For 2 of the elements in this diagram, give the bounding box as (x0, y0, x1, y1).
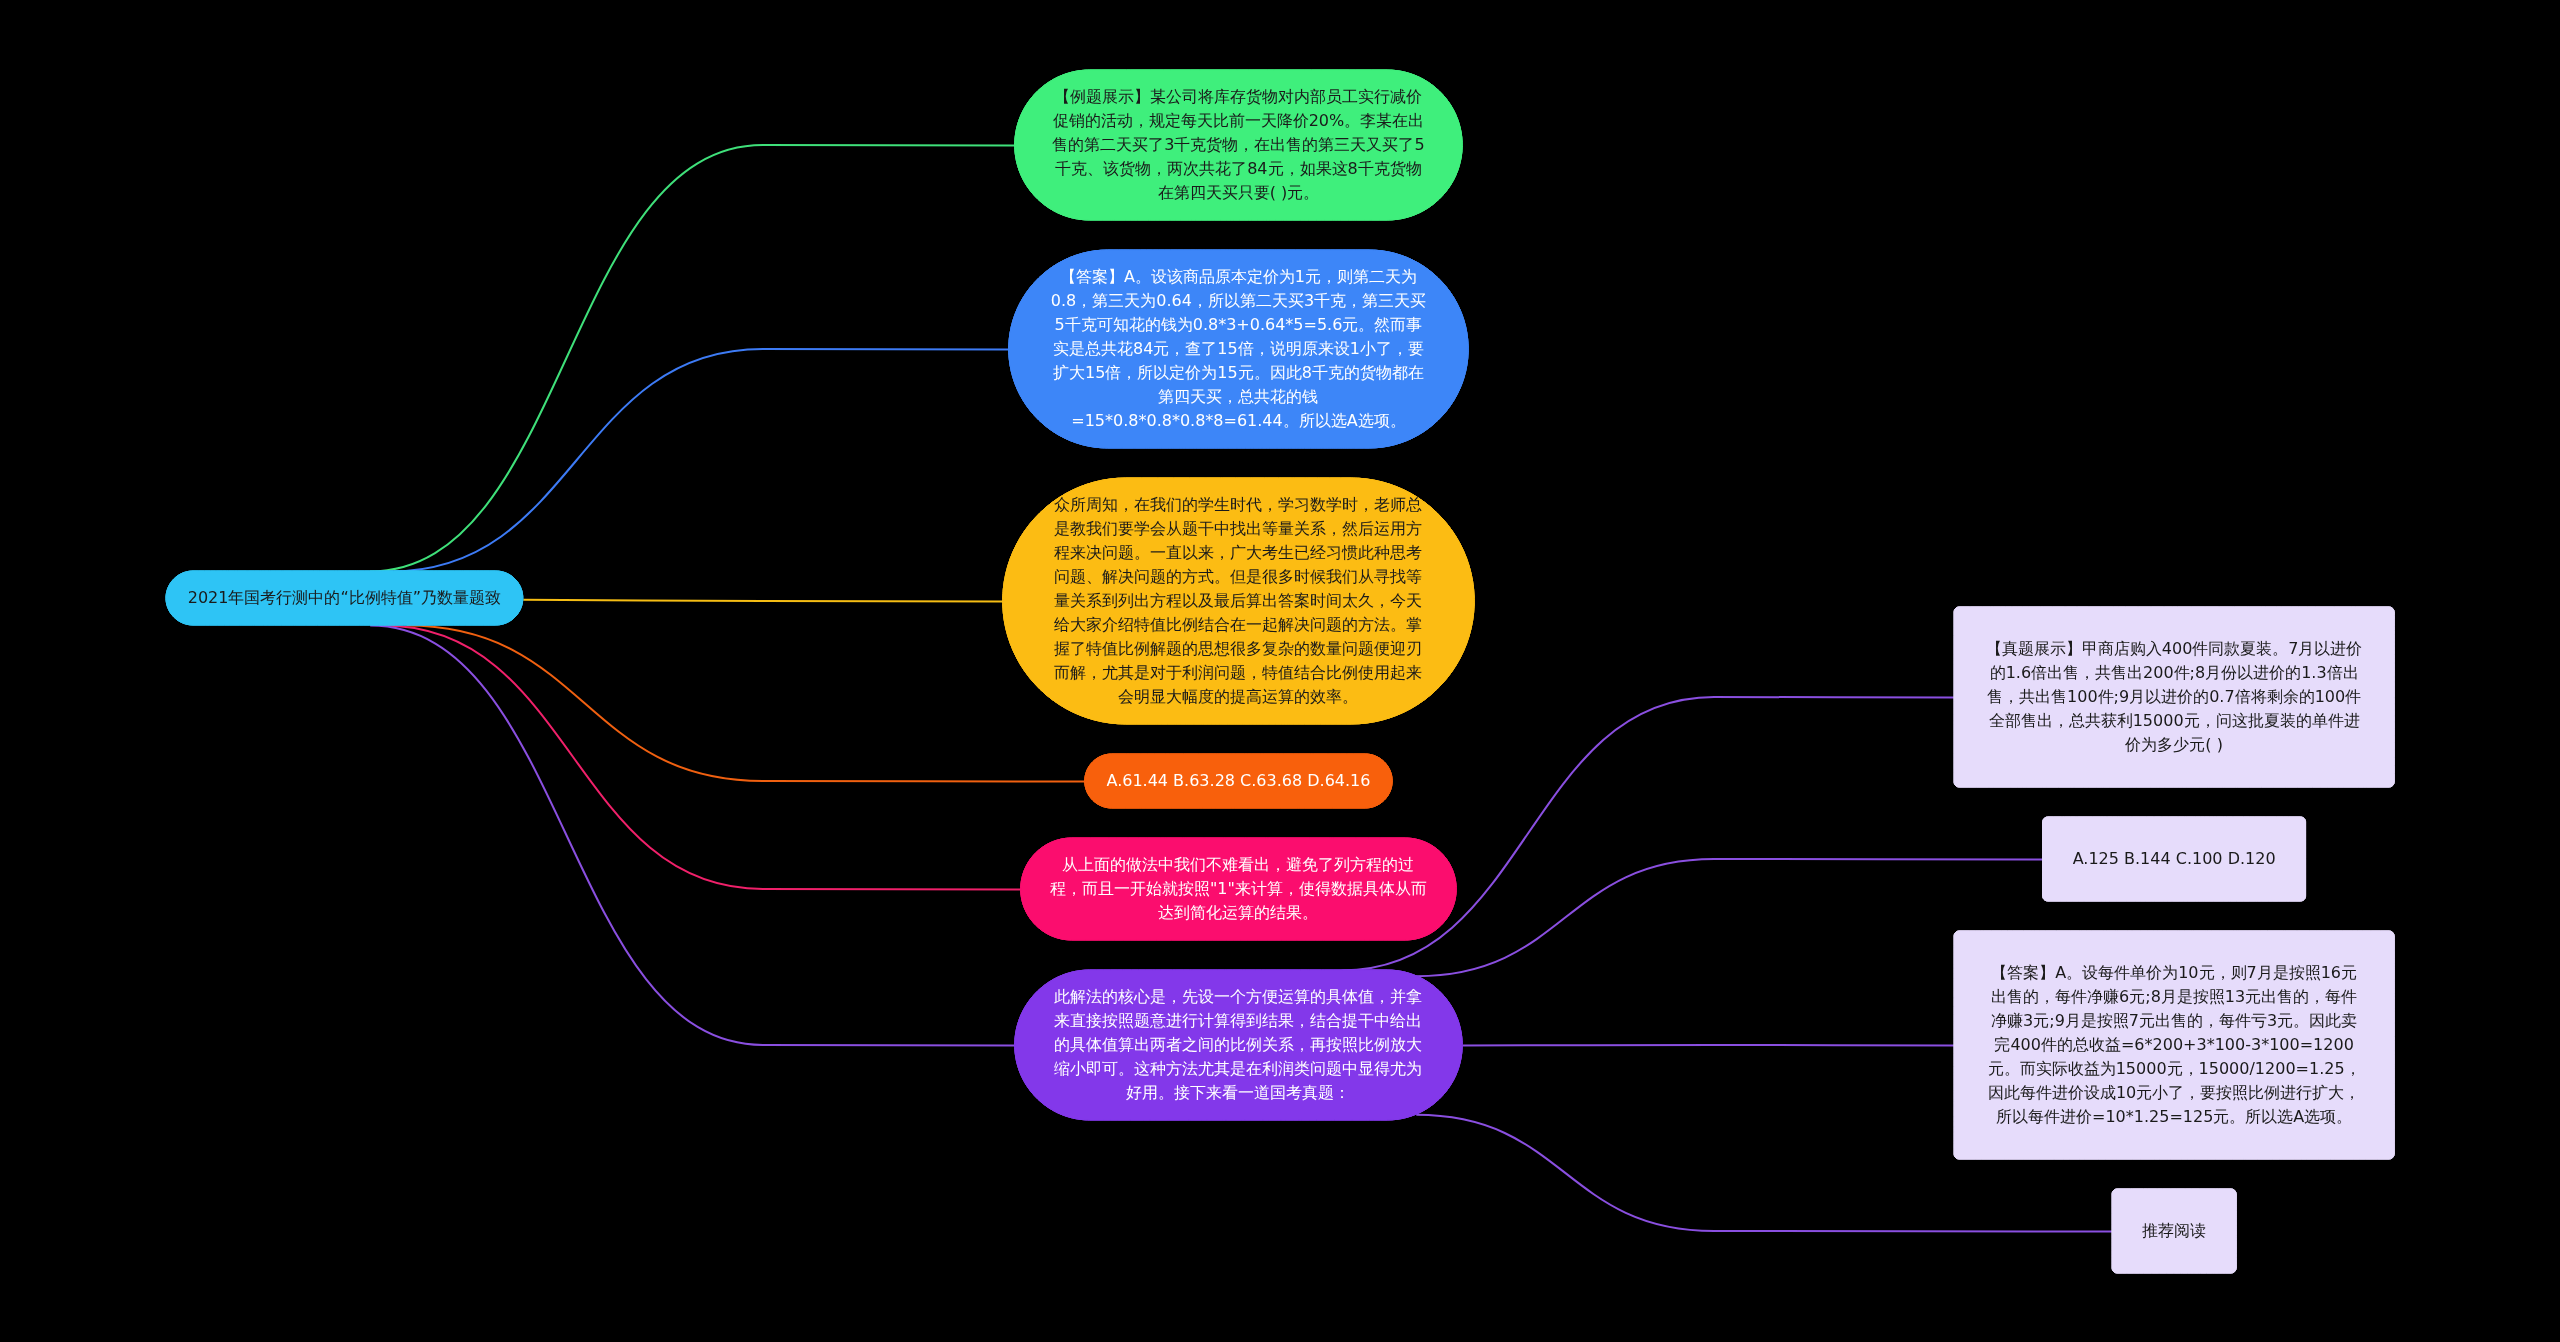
connector (1461, 1043, 1956, 1046)
connector (1415, 1113, 2114, 1232)
